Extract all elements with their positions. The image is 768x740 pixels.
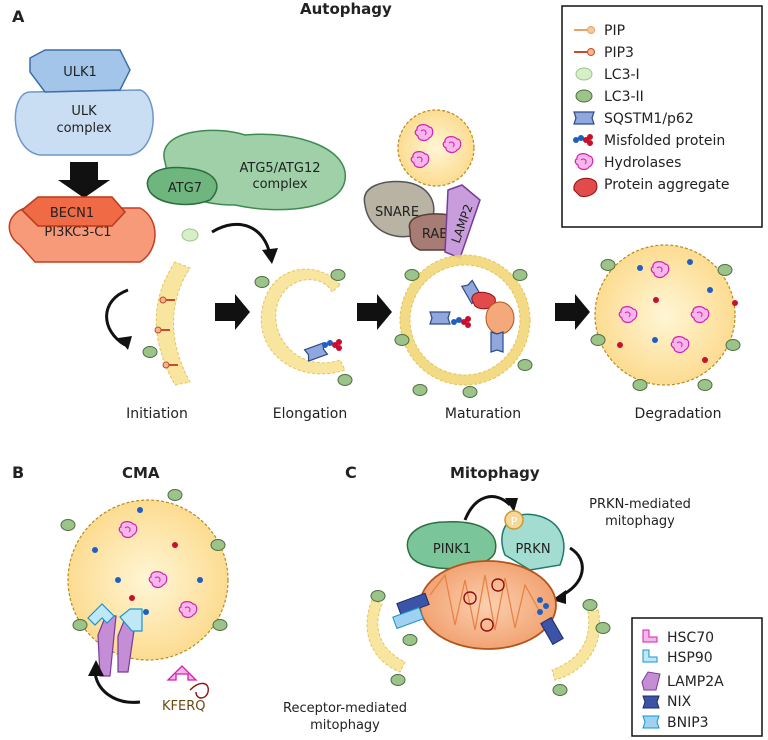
atg-complex: ATG5/ATG12 complex ATG7 bbox=[146, 129, 346, 211]
legend-top-2: LC3-I bbox=[604, 67, 640, 83]
bnip3-icon bbox=[642, 715, 660, 729]
initiation-phagophore bbox=[142, 261, 191, 386]
lc3-i-icon bbox=[575, 67, 593, 81]
panel-b-letter: B bbox=[12, 463, 24, 482]
pink1-arrow bbox=[463, 495, 512, 521]
lc3-i-free bbox=[181, 228, 199, 242]
legend-bottom-2: LAMP2A bbox=[667, 674, 724, 690]
protein-aggregate-icon bbox=[573, 177, 598, 197]
panel-c-letter: C bbox=[345, 463, 357, 482]
down-arrow bbox=[58, 162, 110, 198]
panel-a-title: Autophagy bbox=[300, 0, 392, 18]
legend-bottom-1: HSP90 bbox=[667, 650, 713, 666]
kferq-label: KFERQ bbox=[162, 699, 205, 714]
curved-arrow-elongation bbox=[211, 222, 272, 256]
pink1: PINK1 bbox=[406, 521, 497, 570]
cma-lysosome bbox=[60, 489, 229, 677]
legend-top-3: LC3-II bbox=[604, 89, 644, 105]
hsp90-icon bbox=[642, 649, 658, 663]
legend-top-6: Hydrolases bbox=[604, 155, 681, 171]
pi3kc3-label: PI3KC3-C1 bbox=[44, 225, 111, 240]
receptor-annotation-1: Receptor-mediated bbox=[283, 701, 407, 716]
stage-initiation: Initiation bbox=[126, 406, 188, 422]
arrow-3 bbox=[555, 294, 590, 330]
bnip3-receptor-left bbox=[392, 606, 424, 630]
p-label: P bbox=[511, 515, 518, 528]
becn1-complex: PI3KC3-C1 BECN1 bbox=[8, 196, 156, 263]
prkn: PRKN P bbox=[501, 510, 565, 571]
phagophore-left bbox=[366, 599, 406, 673]
pink1-label: PINK1 bbox=[433, 542, 471, 557]
rab-label: RAB bbox=[422, 227, 448, 242]
atg5-label-2: complex bbox=[252, 177, 307, 192]
legend-bottom-3: NIX bbox=[667, 694, 692, 710]
pip-icon bbox=[574, 26, 595, 34]
prkn-label: PRKN bbox=[515, 542, 550, 557]
ulk-complex-label-2: complex bbox=[56, 121, 111, 136]
ulk-complex-label-1: ULK bbox=[71, 104, 97, 119]
legend-bottom-0: HSC70 bbox=[667, 630, 714, 646]
prkn-annotation-2: mitophagy bbox=[605, 514, 675, 529]
hsc70-icon bbox=[642, 629, 658, 643]
lysosome-fusion: SNARE RAB LAMP2 bbox=[363, 109, 481, 259]
phagophore-right bbox=[551, 609, 601, 681]
hydrolase-icon bbox=[574, 153, 594, 171]
legend-top-4: SQSTM1/p62 bbox=[604, 111, 694, 127]
legend-top-5: Misfolded protein bbox=[604, 133, 725, 149]
becn1-label: BECN1 bbox=[50, 206, 94, 221]
panel-b-title: CMA bbox=[122, 464, 160, 482]
arrow-1 bbox=[215, 294, 250, 330]
stage-degradation: Degradation bbox=[635, 406, 722, 422]
ulk-complex: ULK complex ULK1 bbox=[14, 49, 154, 156]
pip3-icon bbox=[574, 48, 595, 56]
panel-a-letter: A bbox=[12, 7, 25, 26]
sqstm1-icon bbox=[573, 111, 595, 125]
autolysosome bbox=[590, 244, 741, 391]
lc3-ii-icon bbox=[575, 89, 593, 103]
lamp2a-icon bbox=[641, 671, 661, 691]
kferq-hsc70 bbox=[166, 665, 198, 681]
panel-c-title: Mitophagy bbox=[450, 464, 540, 482]
curved-arrow-initiation bbox=[105, 288, 129, 347]
maturation-autophagosome bbox=[394, 254, 533, 398]
snare-label: SNARE bbox=[375, 205, 419, 220]
prkn-annotation-1: PRKN-mediated bbox=[589, 497, 691, 512]
stage-maturation: Maturation bbox=[445, 406, 521, 422]
nix-icon bbox=[642, 695, 660, 709]
atg7-label: ATG7 bbox=[168, 181, 202, 196]
atg5-label-1: ATG5/ATG12 bbox=[240, 161, 321, 176]
prkn-arrow bbox=[559, 546, 584, 598]
legend-bottom-4: BNIP3 bbox=[667, 715, 709, 731]
legend-top-0: PIP bbox=[604, 23, 625, 39]
mitochondrion bbox=[419, 560, 557, 650]
legend-top-7: Protein aggregate bbox=[604, 177, 730, 193]
receptor-annotation-2: mitophagy bbox=[310, 718, 380, 733]
stage-elongation: Elongation bbox=[273, 406, 347, 422]
nix-receptor-right bbox=[540, 616, 564, 646]
legend-top: PIP PIP3 LC3-I LC3-II SQSTM1/p62 Misfold… bbox=[561, 5, 763, 228]
arrow-2 bbox=[357, 294, 392, 330]
ulk1-label: ULK1 bbox=[63, 65, 97, 80]
legend-top-1: PIP3 bbox=[604, 45, 634, 61]
elongation-phagophore bbox=[254, 268, 353, 386]
legend-bottom: HSC70 HSP90 LAMP2A NIX BNIP3 bbox=[631, 617, 763, 737]
